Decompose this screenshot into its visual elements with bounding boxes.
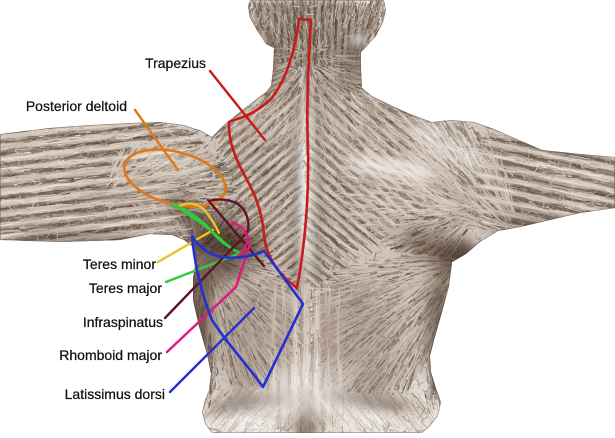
svg-text:Infraspinatus: Infraspinatus	[83, 314, 163, 330]
svg-text:Teres minor: Teres minor	[83, 256, 156, 272]
svg-text:Latissimus dorsi: Latissimus dorsi	[65, 386, 165, 402]
svg-text:Rhomboid major: Rhomboid major	[59, 347, 162, 363]
svg-text:Teres major: Teres major	[89, 280, 162, 296]
svg-text:Posterior deltoid: Posterior deltoid	[26, 98, 127, 114]
svg-text:Trapezius: Trapezius	[145, 55, 206, 71]
